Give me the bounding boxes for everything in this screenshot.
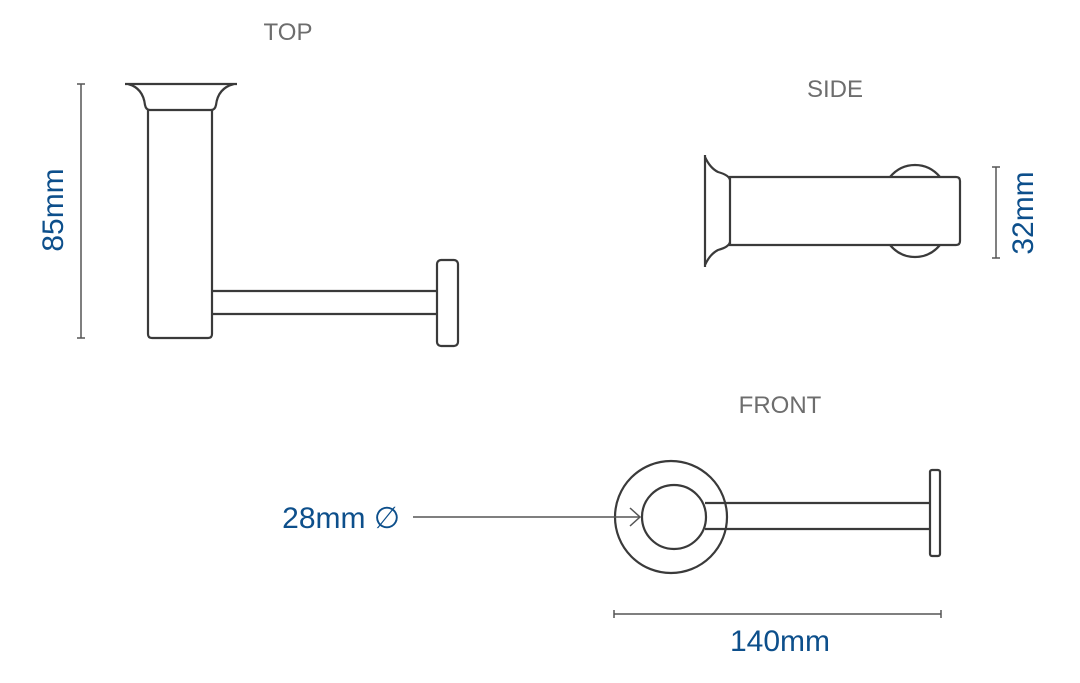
front-diameter-dimension: 28mm ∅: [282, 502, 400, 535]
front-view: FRONT 28mm ∅ 140mm: [282, 392, 942, 658]
side-rear-disc: [889, 163, 941, 259]
arrow-icon: [629, 507, 642, 527]
front-width-dimension: 140mm: [730, 625, 830, 658]
side-view-label: SIDE: [807, 76, 863, 103]
front-inner-ring: [640, 483, 708, 551]
top-view: TOP 85mm: [37, 19, 460, 348]
front-view-label: FRONT: [739, 392, 822, 419]
top-arm: [213, 289, 437, 316]
top-height-dimension: 85mm: [37, 168, 70, 251]
side-view: SIDE 32mm: [703, 76, 1040, 267]
top-tube: [146, 110, 214, 340]
side-height-dimension: 32mm: [1007, 171, 1040, 254]
top-view-label: TOP: [264, 19, 313, 46]
front-arm: [705, 501, 930, 531]
side-body: [728, 175, 962, 247]
top-flange: [125, 82, 237, 112]
side-flange: [703, 155, 732, 267]
front-end-plate: [928, 468, 942, 558]
top-end-plate: [435, 258, 460, 348]
